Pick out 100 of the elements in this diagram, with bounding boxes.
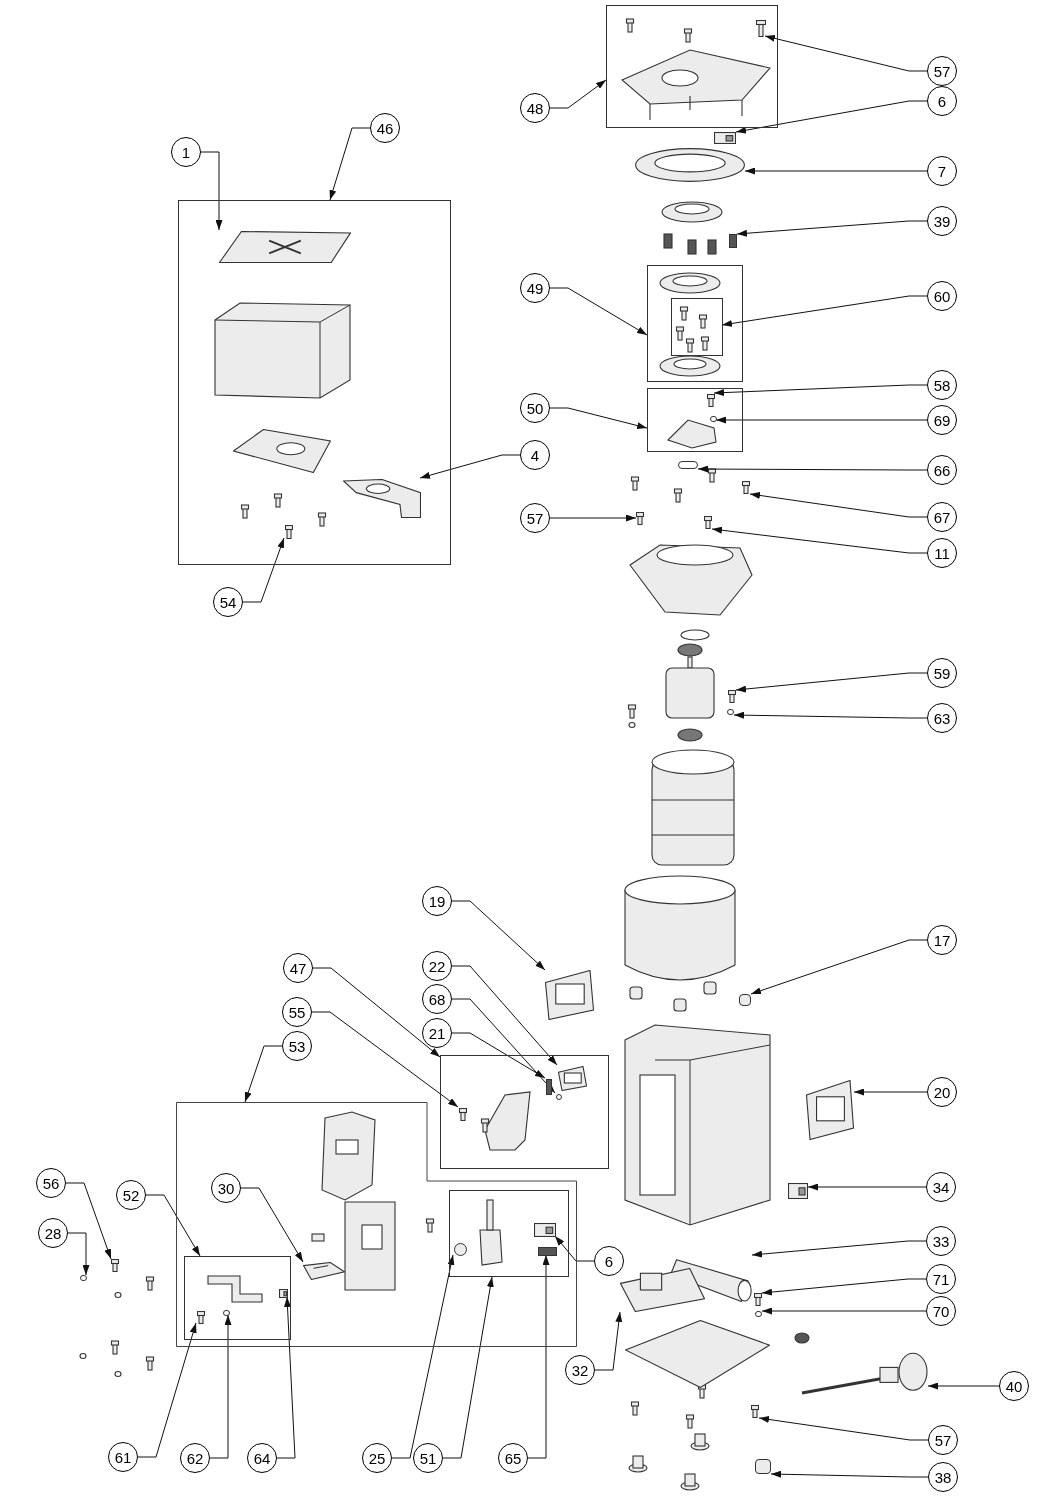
callout-number: 30: [211, 1173, 241, 1203]
callout-number: 11: [927, 538, 957, 568]
leader-line: [527, 1254, 550, 1459]
knob: [454, 1243, 467, 1256]
callout-number: 59: [927, 658, 957, 688]
leader-line: [549, 79, 607, 109]
power-cord: [800, 1352, 928, 1396]
callout-number: 50: [520, 393, 550, 423]
leader-line: [594, 1311, 623, 1371]
spring: [729, 234, 737, 248]
callout-number: 60: [927, 281, 957, 311]
callout-number: 71: [926, 1264, 956, 1294]
callout-number: 7: [927, 156, 957, 186]
washer: [556, 1094, 562, 1100]
callout-number: 17: [927, 925, 957, 955]
leader-line: [329, 127, 371, 201]
leader-line: [744, 167, 928, 175]
screw: [742, 481, 750, 494]
callout-number: 19: [422, 886, 452, 916]
callout-number: 40: [999, 1371, 1029, 1401]
callout-number: 53: [282, 1031, 312, 1061]
leader-line: [442, 1276, 494, 1459]
leader-line: [749, 491, 928, 518]
callout-number: 25: [362, 1443, 392, 1473]
screw: [459, 1108, 467, 1121]
rubber-foot: [755, 1459, 771, 1474]
rubber-foot: [739, 994, 751, 1006]
leader-line: [451, 1032, 546, 1079]
pin: [538, 1247, 557, 1256]
leader-line: [713, 384, 928, 397]
leader-line: [451, 965, 558, 1066]
circuit-board: [620, 1268, 705, 1312]
washer: [80, 1275, 87, 1281]
block-part: [714, 132, 736, 144]
leader-line: [451, 900, 546, 971]
leader-line: [770, 1470, 929, 1478]
leader-line: [735, 672, 928, 693]
callout-number: 49: [520, 273, 550, 303]
callout-number: 22: [422, 951, 452, 981]
callout-number: 61: [108, 1442, 138, 1472]
callout-number: 65: [498, 1443, 528, 1473]
grind-ring: [635, 148, 745, 182]
callout-number: 52: [116, 1180, 146, 1210]
leader-line: [451, 998, 556, 1094]
leader-line: [65, 1182, 112, 1260]
callout-number: 68: [422, 984, 452, 1014]
assembly-frame: [440, 1055, 609, 1169]
screw: [756, 20, 766, 37]
screw: [111, 1259, 119, 1272]
leader-line: [733, 711, 928, 719]
callout-number: 66: [927, 455, 957, 485]
leader-line: [736, 220, 928, 237]
hopper-plate: [233, 429, 331, 473]
leader-line: [751, 1240, 927, 1258]
callout-number: 51: [413, 1443, 443, 1473]
assembly-frame: [184, 1256, 291, 1340]
leader-line: [721, 295, 928, 327]
callout-number: 64: [247, 1443, 277, 1473]
washer: [727, 709, 734, 715]
leader-line: [554, 1235, 595, 1262]
leader-line: [761, 1278, 927, 1296]
callout-number: 69: [927, 405, 957, 435]
screw: [751, 1405, 759, 1418]
callout-number: 1: [171, 137, 201, 167]
screw: [197, 1311, 205, 1324]
callout-number: 28: [38, 1218, 68, 1248]
callout-number: 6: [927, 86, 957, 116]
screw: [704, 516, 712, 529]
leader-line: [137, 1322, 197, 1458]
leader-line: [67, 1232, 90, 1276]
leader-line: [549, 287, 648, 336]
leader-line: [735, 100, 928, 134]
leader-line: [549, 514, 637, 522]
leader-line: [807, 1183, 927, 1191]
callout-number: 48: [520, 93, 550, 123]
leader-line: [145, 1194, 201, 1257]
washer: [223, 1310, 230, 1316]
leader-line: [750, 939, 928, 995]
washer: [710, 416, 717, 422]
block-part: [279, 1289, 288, 1298]
leader-line: [764, 34, 928, 72]
leader-line: [312, 967, 441, 1058]
callout-number: 54: [213, 587, 243, 617]
callout-number: 67: [927, 502, 957, 532]
callout-number: 63: [927, 703, 957, 733]
o-ring: [678, 461, 698, 469]
callout-number: 57: [927, 56, 957, 86]
leader-line: [391, 1254, 455, 1459]
screw: [728, 690, 736, 703]
leader-line: [276, 1296, 296, 1459]
callout-number: 58: [927, 370, 957, 400]
leader-line: [697, 465, 928, 473]
lid: [219, 231, 351, 263]
washer: [755, 1311, 762, 1317]
leader-line: [761, 1307, 927, 1315]
callout-number: 55: [282, 997, 312, 1027]
frame-part: [558, 1066, 587, 1091]
assembly-frame: [606, 5, 778, 128]
leader-line: [311, 1011, 459, 1108]
leader-line: [200, 151, 223, 231]
